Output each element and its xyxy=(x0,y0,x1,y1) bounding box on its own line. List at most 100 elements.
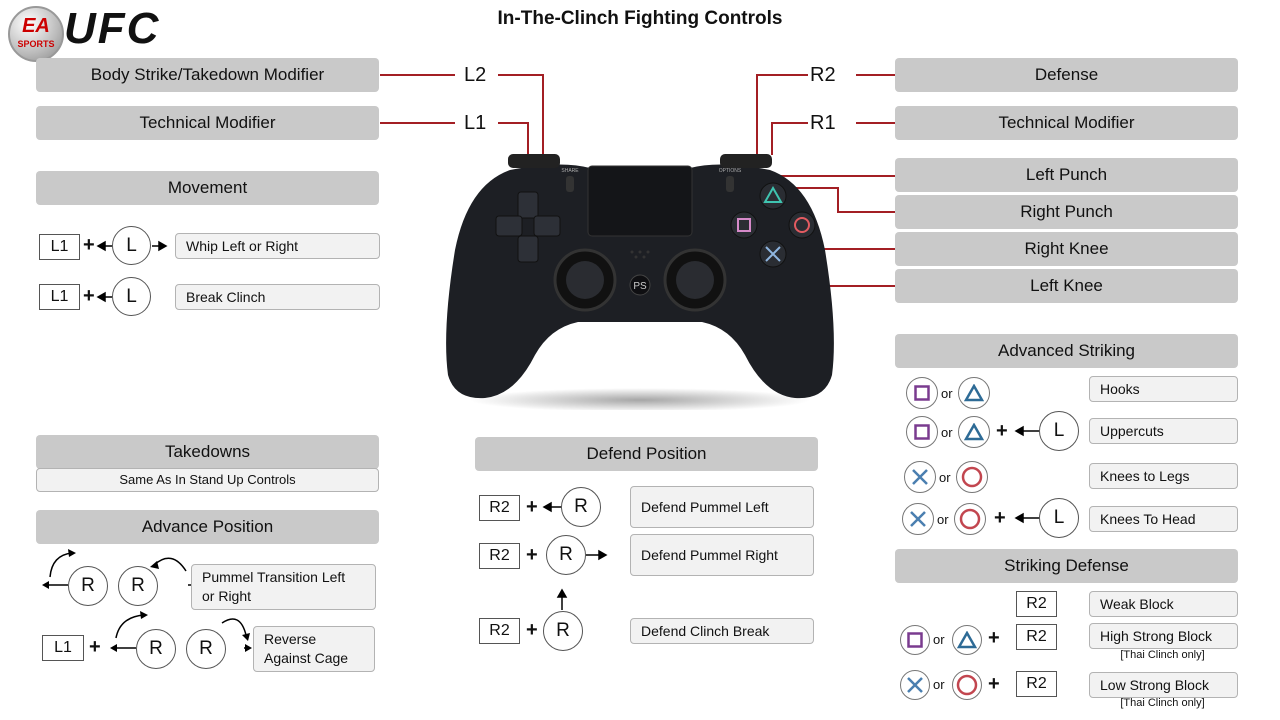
ea-sports-logo: EA SPORTS xyxy=(8,6,64,62)
plus-sign: + xyxy=(988,673,1000,695)
r2-key: R2 xyxy=(1016,624,1057,650)
hooks-action: Hooks xyxy=(1089,376,1238,402)
knees-to-head-action: Knees To Head xyxy=(1089,506,1238,532)
triangle-function-label: Right Punch xyxy=(895,195,1238,229)
ps-button xyxy=(629,274,651,296)
l2-button-label: L2 xyxy=(464,64,487,86)
circle-button-icon xyxy=(954,503,986,535)
r2-key: R2 xyxy=(479,543,520,569)
or-text: or xyxy=(933,677,945,692)
speaker-grille xyxy=(630,250,650,259)
square-button-icon xyxy=(906,416,938,448)
dualshock-controller: PS SHARE OPTIONS xyxy=(446,154,834,410)
plus-sign: + xyxy=(83,285,95,307)
uppercuts-action: Uppercuts xyxy=(1089,418,1238,444)
pummel-transition-action: Pummel Transition Left or Right xyxy=(191,564,376,610)
ufc-logo: UFC xyxy=(64,4,161,53)
l1-button-label: L1 xyxy=(464,112,487,134)
stick-right-arrow xyxy=(586,549,608,561)
plus-sign: + xyxy=(526,544,538,566)
low-strong-block-action: Low Strong Block xyxy=(1089,672,1238,698)
right-stick-symbol: R xyxy=(546,535,586,575)
takedowns-note: Same As In Stand Up Controls xyxy=(36,468,379,492)
right-stick-symbol: R xyxy=(186,629,226,669)
right-stick-symbol: R xyxy=(68,566,108,606)
cross-button-icon xyxy=(904,461,936,493)
r2-key: R2 xyxy=(479,495,520,521)
defend-position-header: Defend Position xyxy=(475,437,818,471)
cross-button-icon xyxy=(900,670,930,700)
r2-key: R2 xyxy=(1016,671,1057,697)
stick-left-arrow xyxy=(96,291,112,303)
triangle-button-icon xyxy=(952,625,982,655)
defend-action-2: Defend Pummel Right xyxy=(630,534,814,576)
square-function-label: Left Punch xyxy=(895,158,1238,192)
l1-function-label: Technical Modifier xyxy=(36,106,379,140)
advance-position-header: Advance Position xyxy=(36,510,379,544)
stick-left-arrow xyxy=(1014,425,1040,437)
thai-clinch-note: [Thai Clinch only] xyxy=(1120,697,1205,709)
right-stick-symbol: R xyxy=(118,566,158,606)
ea-text: EA xyxy=(22,15,50,37)
plus-sign: + xyxy=(988,627,1000,649)
l2-function-label: Body Strike/Takedown Modifier xyxy=(36,58,379,92)
left-stick-symbol: L xyxy=(112,226,151,265)
striking-defense-header: Striking Defense xyxy=(895,549,1238,583)
right-stick-symbol: R xyxy=(136,629,176,669)
weak-block-action: Weak Block xyxy=(1089,591,1238,617)
plus-sign: + xyxy=(996,420,1008,442)
cross-button-icon xyxy=(902,503,934,535)
plus-sign: + xyxy=(994,507,1006,529)
r-trigger xyxy=(720,154,772,168)
share-button xyxy=(566,176,574,192)
page-title: In-The-Clinch Fighting Controls xyxy=(497,8,783,29)
l1-key: L1 xyxy=(42,635,84,661)
r2-key: R2 xyxy=(479,618,520,644)
sports-text: SPORTS xyxy=(17,39,55,49)
right-stick-symbol: R xyxy=(561,487,601,527)
takedowns-header: Takedowns xyxy=(36,435,379,469)
r2-function-label: Defense xyxy=(895,58,1238,92)
plus-sign: + xyxy=(89,636,101,658)
r2-button-label: R2 xyxy=(810,64,836,86)
svg-text:PS: PS xyxy=(633,281,647,292)
stick-left-right-arrows xyxy=(96,240,168,252)
high-strong-block-action: High Strong Block xyxy=(1089,623,1238,649)
left-stick-symbol: L xyxy=(1039,411,1079,451)
stick-up-arrow xyxy=(556,588,568,610)
movement-action-1: Whip Left or Right xyxy=(175,233,380,259)
options-label: OPTIONS xyxy=(719,168,742,174)
l1-key: L1 xyxy=(39,284,80,310)
reverse-against-cage-action: Reverse Against Cage xyxy=(253,626,375,672)
options-button xyxy=(726,176,734,192)
circle-button-icon xyxy=(952,670,982,700)
stick-left-arrow xyxy=(542,501,562,513)
thai-clinch-note: [Thai Clinch only] xyxy=(1120,649,1205,661)
or-text: or xyxy=(937,512,949,527)
touchpad xyxy=(587,165,693,237)
right-stick-symbol: R xyxy=(543,611,583,651)
plus-sign: + xyxy=(83,234,95,256)
or-text: or xyxy=(933,632,945,647)
circle-function-label: Right Knee xyxy=(895,232,1238,266)
triangle-button-icon xyxy=(958,377,990,409)
stick-left-arrow xyxy=(1014,512,1040,524)
movement-action-2: Break Clinch xyxy=(175,284,380,310)
plus-sign: + xyxy=(526,496,538,518)
dpad-icon xyxy=(495,191,561,263)
movement-header: Movement xyxy=(36,171,379,205)
face-buttons xyxy=(730,182,816,268)
defend-action-3: Defend Clinch Break xyxy=(630,618,814,644)
l1-key: L1 xyxy=(39,234,80,260)
left-stick-symbol: L xyxy=(112,277,151,316)
share-label: SHARE xyxy=(561,168,579,174)
l-trigger xyxy=(508,154,560,168)
knees-to-legs-action: Knees to Legs xyxy=(1089,463,1238,489)
square-button-icon xyxy=(900,625,930,655)
r1-button-label: R1 xyxy=(810,112,836,134)
plus-sign: + xyxy=(526,619,538,641)
left-stick-symbol: L xyxy=(1039,498,1079,538)
square-button-icon xyxy=(906,377,938,409)
advanced-striking-header: Advanced Striking xyxy=(895,334,1238,368)
